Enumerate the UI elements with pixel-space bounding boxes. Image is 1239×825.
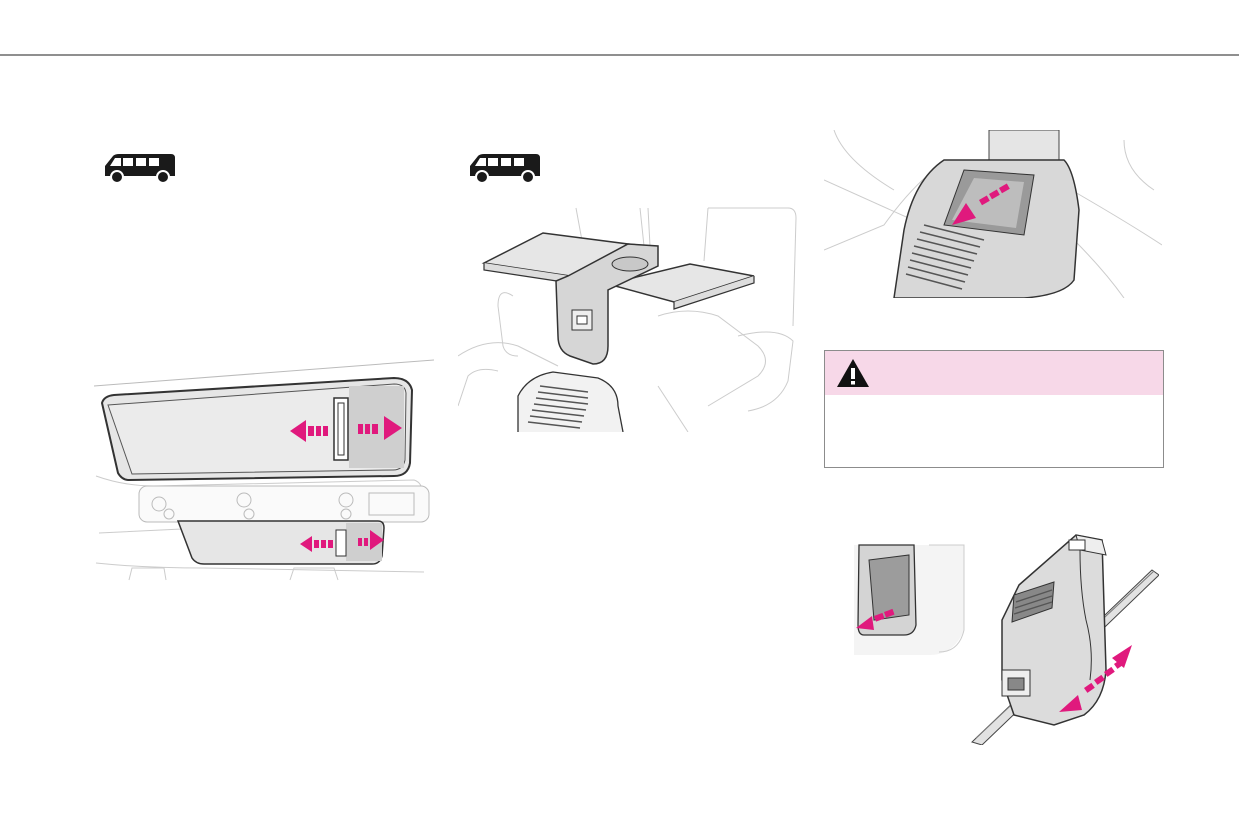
header-rule [0, 54, 1239, 56]
warning-text [825, 395, 1163, 415]
van-silhouette-icon [470, 154, 540, 184]
console-storage-illustration [824, 130, 1162, 298]
warning-triangle-icon [837, 359, 869, 387]
warning-header [825, 351, 1163, 395]
warning-box [824, 350, 1164, 468]
van-silhouette-icon [105, 154, 175, 184]
sunblind-roof-illustration [94, 359, 434, 581]
sliding-console-illustration [854, 534, 1159, 745]
rear-table-illustration [458, 207, 797, 432]
